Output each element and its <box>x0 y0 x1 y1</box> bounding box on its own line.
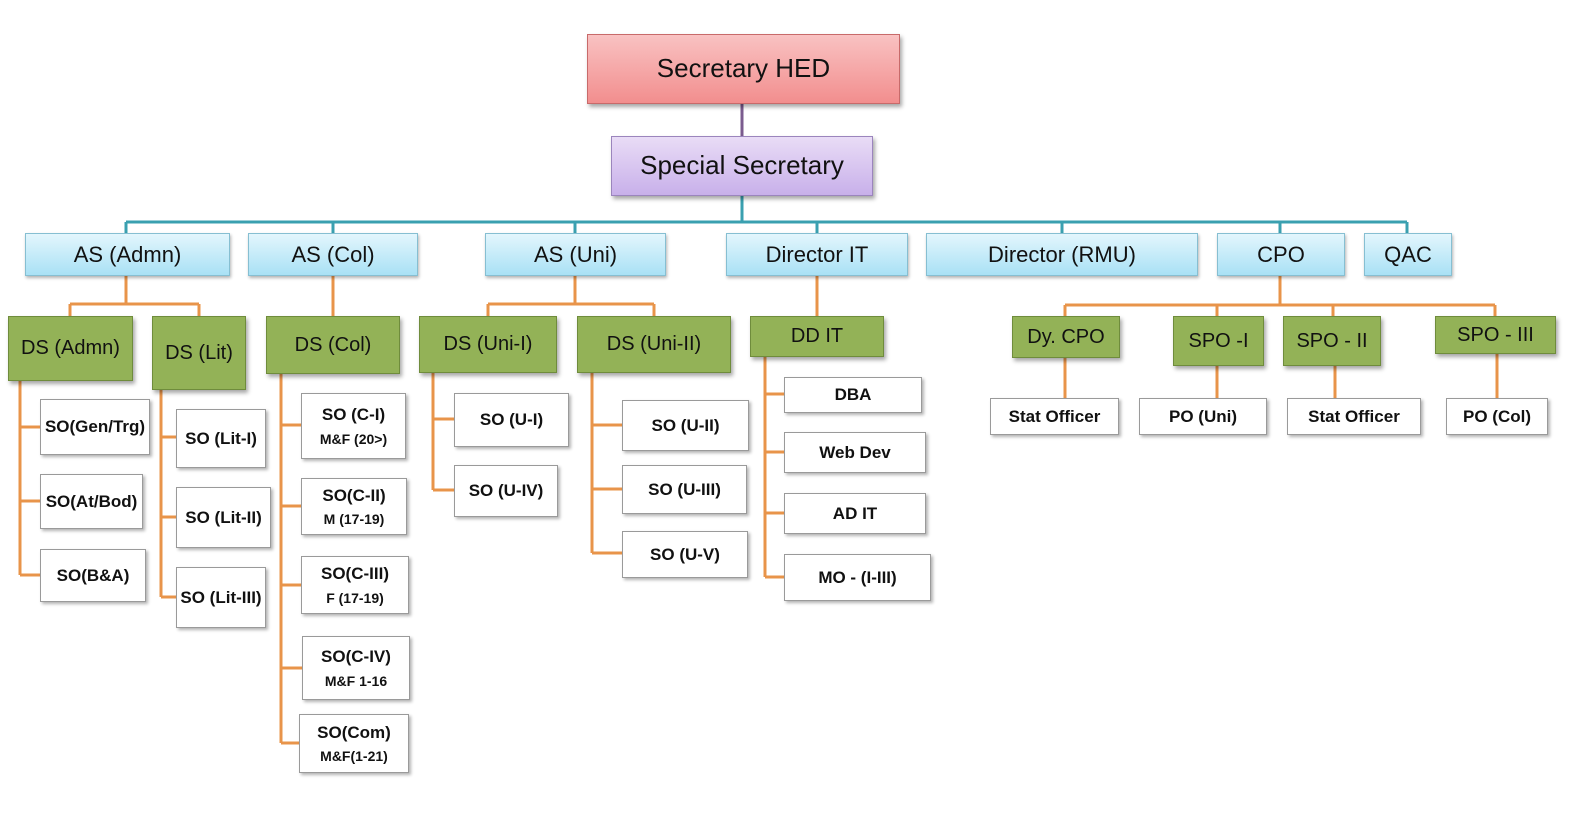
node-label: Stat Officer <box>1308 406 1400 426</box>
node-qac: QAC <box>1364 233 1452 276</box>
node-label: SO (Lit-I) <box>185 428 257 448</box>
node-label: SO(C-II) <box>322 485 386 505</box>
node-so-at-bod: SO(At/Bod) <box>40 474 143 529</box>
node-label: Stat Officer <box>1008 406 1101 426</box>
node-label: Director (RMU) <box>988 241 1136 267</box>
node-director-rmu: Director (RMU) <box>926 233 1198 276</box>
node-so-u3: SO (U-III) <box>622 465 747 514</box>
node-director-it: Director IT <box>726 233 908 276</box>
node-stat-officer-2: Stat Officer <box>1287 398 1421 435</box>
node-so-c4: SO(C-IV) M&F 1-16 <box>302 636 410 700</box>
node-label: DS (Lit) <box>165 341 233 364</box>
node-ds-uni-2: DS (Uni-II) <box>577 316 731 373</box>
node-ad-it: AD IT <box>784 493 926 534</box>
node-label: SO (Lit-III) <box>180 587 262 607</box>
node-label: AS (Col) <box>291 241 375 267</box>
node-label: Special Secretary <box>640 150 844 181</box>
node-so-lit-1: SO (Lit-I) <box>176 409 266 468</box>
node-as-uni: AS (Uni) <box>485 233 666 276</box>
node-as-col: AS (Col) <box>248 233 418 276</box>
node-stat-officer-1: Stat Officer <box>990 398 1119 435</box>
node-so-u5: SO (U-V) <box>622 531 748 578</box>
node-mo: MO - (I-III) <box>784 554 931 601</box>
node-label: SO(C-IV) <box>321 647 391 667</box>
node-sublabel: M&F (20>) <box>319 430 388 447</box>
node-as-admn: AS (Admn) <box>25 233 230 276</box>
node-ds-lit: DS (Lit) <box>152 316 246 390</box>
node-dd-it: DD IT <box>750 316 884 357</box>
node-sublabel: F (17-19) <box>326 589 384 606</box>
node-cpo: CPO <box>1217 233 1345 276</box>
node-label: SPO - II <box>1296 329 1368 352</box>
node-so-u1: SO (U-I) <box>454 393 569 447</box>
node-label: SO(B&A) <box>56 565 130 585</box>
node-label: AD IT <box>832 503 878 523</box>
node-special-secretary: Special Secretary <box>611 136 873 196</box>
node-label: Director IT <box>765 241 869 267</box>
node-spo-1: SPO -I <box>1173 316 1264 366</box>
node-ds-col: DS (Col) <box>266 316 400 374</box>
node-so-c2: SO(C-II) M (17-19) <box>301 478 407 535</box>
node-so-c3: SO(C-III) F (17-19) <box>301 556 409 614</box>
node-web-dev: Web Dev <box>784 432 926 473</box>
node-label: DBA <box>834 385 872 405</box>
node-sublabel: M&F 1-16 <box>324 672 388 689</box>
node-label: Dy. CPO <box>1027 325 1105 348</box>
node-label: AS (Admn) <box>73 241 182 267</box>
node-secretary-hed: Secretary HED <box>587 34 900 104</box>
node-so-c1: SO (C-I) M&F (20>) <box>301 393 406 459</box>
node-label: Web Dev <box>819 442 891 462</box>
node-spo-2: SPO - II <box>1283 316 1381 366</box>
node-so-lit-3: SO (Lit-III) <box>176 567 266 628</box>
node-sublabel: M (17-19) <box>323 511 385 528</box>
node-sublabel: M&F(1-21) <box>320 748 388 765</box>
node-label: PO (Col) <box>1463 406 1531 426</box>
node-ds-uni-1: DS (Uni-I) <box>419 316 557 373</box>
node-label: DS (Uni-II) <box>606 333 702 355</box>
node-label: AS (Uni) <box>533 241 618 267</box>
node-label: SO(Com) <box>317 722 391 742</box>
connector-special-level2 <box>124 196 1409 233</box>
node-label: SO(C-III) <box>321 564 389 584</box>
node-label: SO(At/Bod) <box>45 491 138 511</box>
connector-branches <box>18 276 1499 745</box>
node-label: DS (Admn) <box>21 337 120 359</box>
node-label: SO (C-I) <box>321 405 386 425</box>
node-label: Secretary HED <box>656 53 831 84</box>
node-dy-cpo: Dy. CPO <box>1012 316 1120 358</box>
node-label: SPO -I <box>1188 329 1249 352</box>
node-so-b-a: SO(B&A) <box>40 549 146 602</box>
node-label: SPO - III <box>1457 323 1534 346</box>
node-label: SO (U-V) <box>650 544 720 564</box>
node-label: SO (Lit-II) <box>185 507 262 527</box>
node-so-gen-trg: SO(Gen/Trg) <box>40 399 150 455</box>
node-label: DS (Uni-I) <box>443 333 533 355</box>
node-label: MO - (I-III) <box>818 567 897 587</box>
node-ds-admn: DS (Admn) <box>8 316 133 381</box>
node-label: SO (U-III) <box>648 479 721 499</box>
node-label: SO (U-II) <box>651 415 720 435</box>
node-so-u2: SO (U-II) <box>622 400 749 451</box>
node-so-com: SO(Com) M&F(1-21) <box>299 714 409 773</box>
node-spo-3: SPO - III <box>1435 316 1556 354</box>
node-label: SO (U-IV) <box>468 481 544 501</box>
node-label: SO (U-I) <box>479 410 544 430</box>
node-so-lit-2: SO (Lit-II) <box>176 487 271 548</box>
node-label: PO (Uni) <box>1169 406 1237 426</box>
node-label: SO(Gen/Trg) <box>44 417 146 437</box>
node-po-col: PO (Col) <box>1446 398 1548 435</box>
node-label: CPO <box>1257 241 1305 267</box>
node-label: DS (Col) <box>294 333 372 356</box>
node-label: DD IT <box>790 325 844 347</box>
node-dba: DBA <box>784 377 922 413</box>
node-so-u4: SO (U-IV) <box>454 465 558 517</box>
node-label: QAC <box>1384 241 1432 267</box>
node-po-uni: PO (Uni) <box>1139 398 1267 435</box>
